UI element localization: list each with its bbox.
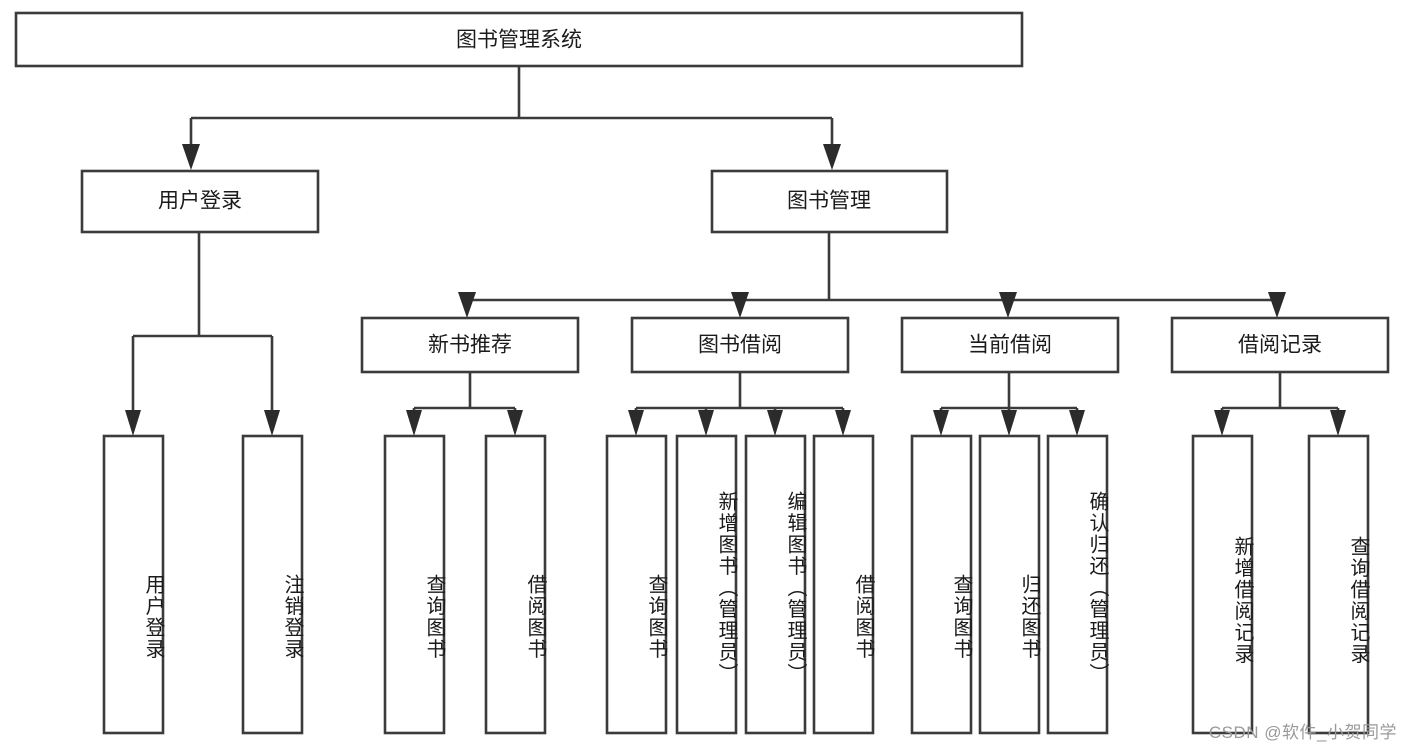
arrow-leaf-logout bbox=[264, 410, 280, 436]
csdn-watermark: CSDN @软件_小贺同学 bbox=[1208, 723, 1397, 742]
arrow-leaf-edit-book bbox=[767, 410, 783, 436]
node-current-borrow[interactable]: 当前借阅 bbox=[900, 316, 1120, 374]
leaf-confirm-return-box[interactable] bbox=[1046, 434, 1109, 735]
node-borrow-record[interactable]: 借阅记录 bbox=[1170, 316, 1390, 374]
leaf-query-record-box[interactable] bbox=[1307, 434, 1370, 735]
node-book-management[interactable]: 图书管理 bbox=[710, 169, 949, 234]
node-current-borrow-box[interactable] bbox=[900, 316, 1120, 374]
arrow-leaf-query-record bbox=[1330, 410, 1346, 436]
node-user-login-label: 用户登录 bbox=[158, 190, 242, 213]
leaf-logout-box[interactable] bbox=[241, 434, 304, 735]
connector-bookmgmt-to-level3 bbox=[458, 232, 1286, 318]
leaf-user-login-box[interactable] bbox=[102, 434, 165, 735]
node-user-login-box[interactable] bbox=[80, 169, 320, 234]
node-borrow-record-label: 借阅记录 bbox=[1238, 334, 1322, 357]
node-book-borrow-label: 图书借阅 bbox=[698, 334, 782, 357]
node-book-management-label: 图书管理 bbox=[787, 190, 871, 213]
arrow-leaf-query-book-1 bbox=[406, 410, 422, 436]
leaf-add-record-box[interactable] bbox=[1191, 434, 1254, 735]
node-root-system-box[interactable] bbox=[14, 11, 1024, 68]
node-new-book-recommend[interactable]: 新书推荐 bbox=[360, 316, 580, 374]
leaf-return-book-box[interactable] bbox=[978, 434, 1041, 735]
leaf-query-book-1-box[interactable] bbox=[383, 434, 446, 735]
arrow-leaf-add-book bbox=[698, 410, 714, 436]
leaf-borrow-book-2-box[interactable] bbox=[812, 434, 875, 735]
arrow-leaf-borrow-book-1 bbox=[507, 410, 523, 436]
node-root-system-label: 图书管理系统 bbox=[456, 29, 582, 52]
arrow-leaf-confirm-return bbox=[1069, 410, 1085, 436]
arrow-to-book-mgmt bbox=[823, 144, 841, 170]
arrow-leaf-query-book-3 bbox=[933, 410, 949, 436]
node-book-borrow-box[interactable] bbox=[630, 316, 850, 374]
connector-currentborrow-to-leaves bbox=[933, 372, 1085, 436]
arrow-leaf-add-record bbox=[1214, 410, 1230, 436]
leaf-query-book-2-box[interactable] bbox=[605, 434, 668, 735]
node-user-login[interactable]: 用户登录 bbox=[80, 169, 320, 234]
node-book-borrow[interactable]: 图书借阅 bbox=[630, 316, 850, 374]
arrow-to-borrow-record bbox=[1268, 292, 1286, 318]
leaf-edit-book-box[interactable] bbox=[744, 434, 807, 735]
arrow-to-current-borrow bbox=[999, 292, 1017, 318]
connector-root-to-level2 bbox=[182, 66, 841, 170]
node-root-system[interactable]: 图书管理系统 bbox=[14, 11, 1024, 68]
arrow-to-book-borrow bbox=[731, 292, 749, 318]
leaf-query-book-3-box[interactable] bbox=[910, 434, 973, 735]
arrow-leaf-query-book-2 bbox=[628, 410, 644, 436]
node-current-borrow-label: 当前借阅 bbox=[968, 334, 1052, 357]
arrow-to-new-book bbox=[458, 292, 476, 318]
node-new-book-recommend-box[interactable] bbox=[360, 316, 580, 374]
arrow-to-user-login bbox=[182, 144, 200, 170]
arrow-leaf-return-book bbox=[1001, 410, 1017, 436]
node-borrow-record-box[interactable] bbox=[1170, 316, 1390, 374]
leaf-boxes bbox=[102, 434, 1370, 735]
node-book-management-box[interactable] bbox=[710, 169, 949, 234]
leaf-add-book-box[interactable] bbox=[675, 434, 738, 735]
connector-borrowrecord-to-leaves bbox=[1214, 372, 1346, 436]
arrow-leaf-user-login bbox=[125, 410, 141, 436]
connector-bookborrow-to-leaves bbox=[628, 372, 851, 436]
arrow-leaf-borrow-book-2 bbox=[835, 410, 851, 436]
connector-newbook-to-leaves bbox=[406, 372, 523, 436]
leaf-borrow-book-1-box[interactable] bbox=[484, 434, 547, 735]
node-new-book-recommend-label: 新书推荐 bbox=[428, 334, 512, 357]
connector-userlogin-to-leaves bbox=[125, 232, 280, 436]
